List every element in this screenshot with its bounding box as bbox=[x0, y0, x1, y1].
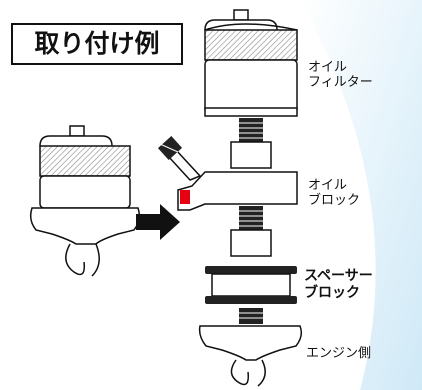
engine-side bbox=[198, 308, 303, 387]
background-accent bbox=[300, 0, 422, 390]
top-thread bbox=[230, 118, 272, 169]
oil-block bbox=[157, 136, 298, 211]
arrow-right-icon bbox=[136, 204, 180, 240]
spacer-block bbox=[205, 266, 297, 304]
page-title: 取り付け例 bbox=[11, 23, 183, 65]
label-engine-side: エンジン側 bbox=[306, 346, 372, 361]
red-marker bbox=[180, 190, 190, 204]
left-oil-filter bbox=[29, 125, 141, 277]
label-oil-filter: オイル フィルター bbox=[308, 60, 373, 90]
middle-thread bbox=[230, 206, 272, 257]
label-oil-block: オイル ブロック bbox=[308, 178, 361, 208]
label-spacer-block: スペーサー ブロック bbox=[304, 268, 373, 301]
top-oil-filter bbox=[204, 9, 298, 117]
